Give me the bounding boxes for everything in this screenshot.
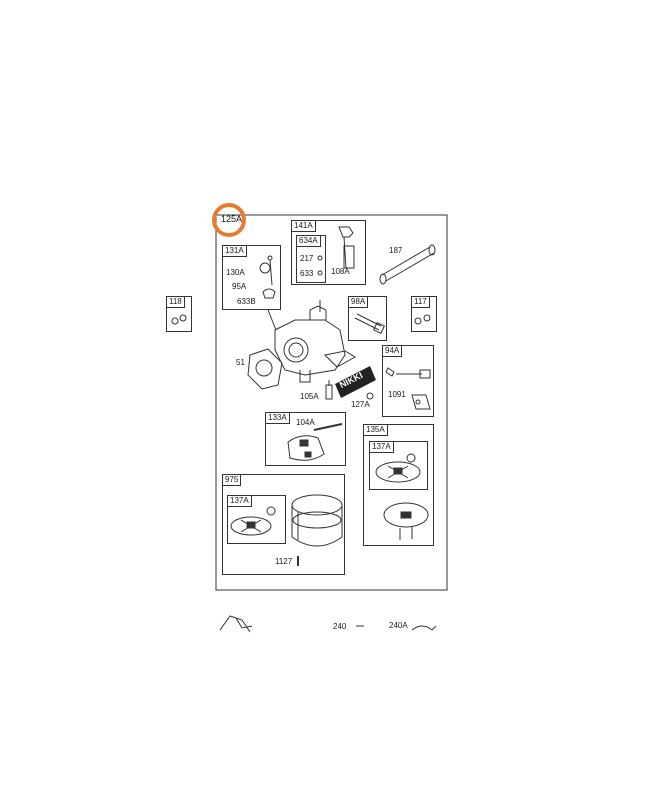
kit-box-94A <box>382 345 434 417</box>
washer-drawing <box>366 392 374 400</box>
part-label-633: 633 <box>300 269 314 278</box>
float-drawing-a <box>375 461 421 483</box>
gasket-drawing <box>247 348 283 390</box>
float-needle-drawing <box>259 255 276 299</box>
part-label-127A: 127A <box>351 400 370 409</box>
kit-box-137A-right <box>369 441 428 490</box>
part-label-187: 187 <box>389 246 403 255</box>
kit-tag-133A: 133A <box>265 412 290 424</box>
part-label-130A: 130A <box>226 268 245 277</box>
part-label-1091: 1091 <box>388 390 406 399</box>
kit-box-975 <box>222 474 345 575</box>
pilot-jet-drawing <box>385 367 431 410</box>
part-label-51: 51 <box>236 358 245 367</box>
kit-tag-98A: 98A <box>348 296 369 308</box>
kit-tag-975: 975 <box>222 474 242 486</box>
kit-box-133A <box>265 412 346 466</box>
part-label-95A: 95A <box>232 282 247 291</box>
bottom-partial-drawing <box>219 615 437 633</box>
kit-tag-137A-left: 137A <box>227 495 252 507</box>
carburetor-body-drawing <box>267 300 356 383</box>
float-drawing-b <box>230 516 272 536</box>
part-label-108A: 108A <box>331 267 350 276</box>
main-frame <box>215 214 448 591</box>
part-label-104A: 104A <box>296 418 315 427</box>
float-bowl-cover-drawing <box>291 494 343 547</box>
part-label-105A: 105A <box>300 392 319 401</box>
kit-box-141A <box>291 220 366 285</box>
assembly-tag-125A: 125A <box>221 214 243 224</box>
highlight-circle <box>212 203 246 237</box>
part-label-217: 217 <box>300 254 314 263</box>
kit-tag-634A: 634A <box>296 235 321 247</box>
part-label-1127: 1127 <box>275 557 293 566</box>
kit-tag-137A-right: 137A <box>369 441 394 453</box>
choke-shaft-drawing <box>317 226 355 276</box>
float-assembly-drawing <box>383 502 429 540</box>
kit-box-137A-left <box>227 495 286 544</box>
kit-tag-117: 117 <box>411 296 430 308</box>
main-jet-drawing <box>325 380 333 400</box>
kit-tag-135A: 135A <box>363 424 388 436</box>
fuel-pipe-drawing <box>379 244 436 285</box>
brand-stamp-drawing <box>335 366 376 398</box>
kit-tag-118: 118 <box>166 296 185 308</box>
screw-drawing <box>354 313 385 334</box>
float-bowl-drawing <box>287 423 343 461</box>
kit-box-131A <box>222 245 281 310</box>
part-117-drawing <box>414 314 431 325</box>
kit-tag-131A: 131A <box>222 245 247 257</box>
part-label-633B: 633B <box>237 297 256 306</box>
part-118-drawing <box>171 314 187 325</box>
kit-tag-141A: 141A <box>291 220 316 232</box>
part-label-240: 240 <box>333 622 347 631</box>
kit-tag-94A: 94A <box>382 345 403 357</box>
part-label-240A: 240A <box>389 621 408 630</box>
kit-box-135A <box>363 424 434 546</box>
